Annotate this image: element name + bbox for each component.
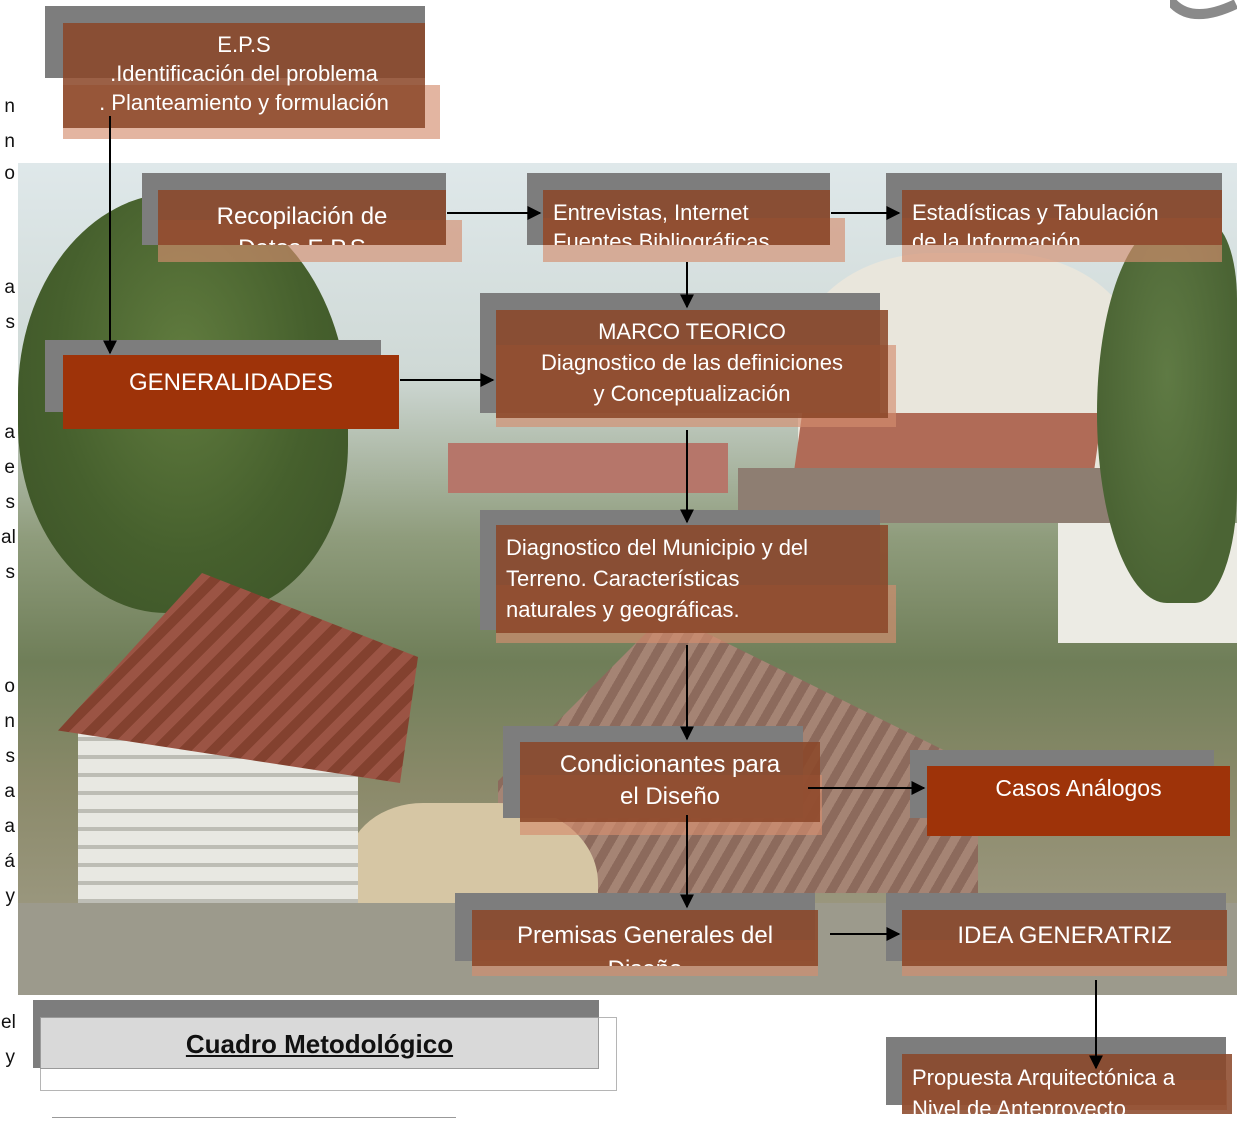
node-eps-line: .Identificación del problema — [110, 61, 378, 86]
node-generalidades: GENERALIDADES — [63, 355, 399, 429]
painting-roof — [448, 443, 728, 493]
node-propuesta-line: Nivel de Anteproyecto — [912, 1096, 1127, 1114]
node-marco-line: MARCO TEORICO — [598, 319, 786, 344]
node-estadisticas-line: de la Información — [912, 229, 1081, 245]
node-casos: Casos Análogos — [927, 766, 1230, 836]
node-estadisticas-line: Estadísticas y Tabulación — [912, 200, 1159, 225]
diagram-title: Cuadro Metodológico — [40, 1017, 599, 1069]
painting-tree-right — [1097, 223, 1237, 603]
margin-text: s — [5, 562, 16, 583]
margin-text: n — [4, 711, 15, 732]
node-estadisticas: Estadísticas y Tabulación de la Informac… — [902, 190, 1222, 245]
node-condicionantes-line: Condicionantes para — [559, 751, 781, 778]
node-diagnostico: Diagnostico del Municipio y del Terreno.… — [496, 525, 888, 633]
node-entrevistas-line: Entrevistas, Internet — [553, 200, 749, 225]
node-condicionantes-line: el Diseño — [619, 783, 721, 810]
node-generalidades-line: GENERALIDADES — [128, 369, 334, 396]
node-condicionantes: Condicionantes para el Diseño — [520, 742, 820, 822]
margin-text: s — [5, 312, 16, 333]
node-eps: E.P.S .Identificación del problema . Pla… — [63, 23, 425, 128]
margin-text: o — [4, 163, 15, 184]
node-diagnostico-line: naturales y geográficas. — [506, 597, 740, 622]
margin-text: a — [4, 816, 15, 837]
footnote-divider — [52, 1117, 456, 1118]
node-idea-line: IDEA GENERATRIZ — [957, 922, 1172, 949]
margin-text: e — [4, 457, 15, 478]
node-entrevistas: Entrevistas, Internet Fuentes Bibliográf… — [543, 190, 830, 245]
node-diagnostico-line: Terreno. Características — [506, 566, 740, 591]
node-entrevistas-line: Fuentes Bibliográficas — [553, 229, 770, 245]
margin-text: á — [4, 851, 15, 872]
node-diagnostico-line: Diagnostico del Municipio y del — [506, 535, 809, 560]
margin-text: n — [4, 96, 15, 117]
node-recopilacion-line: Recopilación de — [216, 203, 388, 230]
node-marco: MARCO TEORICO Diagnostico de las definic… — [496, 310, 888, 418]
margin-text: s — [5, 746, 16, 767]
margin-text: a — [4, 781, 15, 802]
margin-text: al — [1, 527, 16, 548]
margin-text: a — [4, 422, 15, 443]
node-eps-line: E.P.S — [217, 32, 271, 57]
node-idea: IDEA GENERATRIZ — [902, 910, 1227, 966]
node-marco-line: Diagnostico de las definiciones — [540, 350, 844, 375]
node-propuesta: Propuesta Arquitectónica a Nivel de Ante… — [902, 1054, 1232, 1114]
margin-text: o — [4, 676, 15, 697]
margin-text: n — [4, 131, 15, 152]
margin-text: el — [1, 1012, 16, 1033]
node-propuesta-line: Propuesta Arquitectónica a — [912, 1065, 1175, 1090]
margin-text: a — [4, 277, 15, 298]
margin-text: y — [5, 886, 16, 907]
node-recopilacion: Recopilación de Datos E.P.S — [158, 190, 446, 245]
margin-text: y — [5, 1047, 16, 1068]
corner-fragment-icon — [1170, 0, 1237, 20]
node-premisas-line: Premisas Generales del — [516, 922, 774, 949]
node-premisas-line: Diseño — [472, 953, 818, 966]
node-premisas: Premisas Generales del Diseño — [472, 910, 818, 966]
node-eps-line: . Planteamiento y formulación — [99, 90, 389, 115]
node-recopilacion-line: Datos E.P.S — [158, 233, 446, 245]
margin-text: s — [5, 492, 16, 513]
node-marco-line: y Conceptualización — [593, 381, 791, 406]
node-casos-line: Casos Análogos — [995, 775, 1162, 801]
